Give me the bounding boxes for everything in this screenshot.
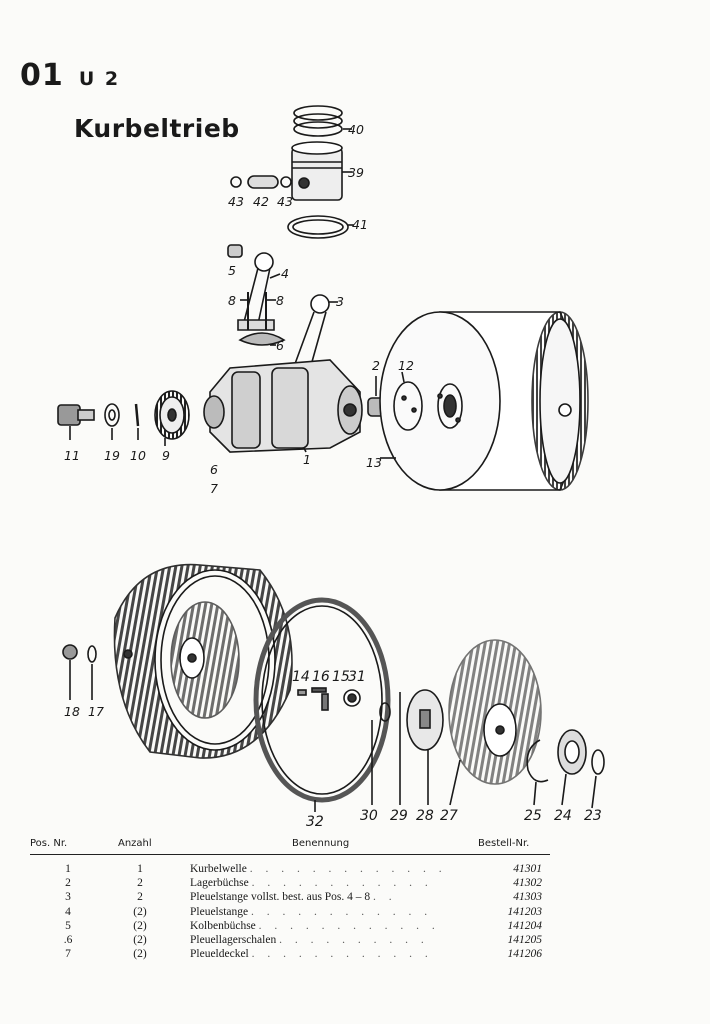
table-row: 5 (2) Kolbenbüchse . . . . . . . . . . .… [65, 919, 542, 932]
timing-gear [154, 390, 190, 446]
callout-16: 16 [312, 669, 330, 685]
callout-17: 17 [88, 704, 104, 719]
crankshaft [203, 359, 363, 453]
callout-6: 6 [276, 338, 284, 353]
fan-wheel [448, 639, 542, 806]
page-header: 01 U 2 [20, 58, 120, 93]
page-number: 01 [20, 58, 64, 93]
callout-11: 11 [64, 448, 80, 463]
callout-29: 29 [390, 808, 408, 824]
callout-1: 1 [303, 452, 311, 467]
header-name: Benennung [292, 838, 350, 849]
callout-32: 32 [306, 814, 324, 830]
callout-15: 15 [332, 669, 350, 685]
callout-8: 8 [228, 293, 236, 308]
header-order: Bestell-Nr. [478, 838, 530, 849]
header-qty: Anzahl [118, 838, 152, 849]
table-row: 2 2 Lagerbüchse . . . . . . . . . . . . … [65, 877, 542, 890]
piston-rings [293, 105, 352, 137]
callout-7: 7 [210, 481, 218, 496]
page-title: Kurbeltrieb [74, 114, 240, 143]
callout-31: 31 [348, 669, 366, 685]
scraper-ring [287, 215, 354, 239]
table-header: Pos. Nr. Anzahl Benennung Bestell-Nr. [30, 832, 550, 855]
callout-18: 18 [64, 704, 80, 719]
callout-43b: 43 [277, 194, 293, 209]
parts-table: Pos. Nr. Anzahl Benennung Bestell-Nr. 1 … [30, 832, 550, 960]
table-row: 4 (2) Pleuelstange . . . . . . . . . . .… [65, 905, 542, 918]
callout-6b: 6 [210, 462, 218, 477]
table-row: 7 (2) Pleueldeckel . . . . . . . . . . .… [65, 948, 542, 961]
nut [62, 644, 78, 700]
callout-40: 40 [348, 122, 364, 137]
piston [291, 141, 352, 201]
exploded-view-diagram: 40 39 43 42 43 41 5 4 8 8 3 6 2 12 11 19… [57, 105, 605, 830]
callout-8b: 8 [276, 293, 284, 308]
callout-30: 30 [360, 808, 378, 824]
screw-set [297, 687, 361, 711]
spring-washer [87, 645, 97, 700]
table-row: 3 2 Pleuelstange vollst. best. aus Pos. … [65, 891, 542, 904]
callout-5: 5 [228, 263, 236, 278]
header-pos: Pos. Nr. [30, 838, 68, 849]
callout-19: 19 [104, 448, 120, 463]
callout-25: 25 [524, 808, 542, 824]
washer [104, 403, 120, 440]
callout-13: 13 [366, 455, 382, 470]
callout-10: 10 [130, 448, 146, 463]
piston-pin-with-circlips [230, 175, 292, 189]
callout-9: 9 [162, 448, 170, 463]
callout-23: 23 [584, 808, 602, 824]
table-row: .6 (2) Pleuellagerschalen . . . . . . . … [63, 933, 542, 946]
key-pin [134, 403, 140, 440]
callout-4: 4 [281, 266, 289, 281]
table-row: 1 1 Kurbelwelle . . . . . . . . . . . . … [65, 863, 542, 875]
callout-2: 2 [372, 358, 380, 373]
ball-bearing [557, 729, 587, 806]
housing-gasket [253, 597, 391, 812]
flywheel [379, 311, 589, 491]
shaft-seal [591, 749, 605, 809]
callout-28: 28 [416, 808, 434, 824]
section-code: U 2 [78, 68, 121, 90]
callout-43: 43 [228, 194, 244, 209]
callout-14: 14 [292, 669, 310, 685]
drive-plate [399, 689, 444, 805]
connecting-rod-assembly [227, 244, 286, 346]
callout-42: 42 [253, 194, 269, 209]
callout-41: 41 [352, 217, 368, 232]
circlip [526, 739, 549, 806]
seal-ring [371, 702, 391, 805]
callout-39: 39 [348, 165, 364, 180]
bolt [57, 404, 95, 440]
callout-12: 12 [398, 358, 414, 373]
callout-24: 24 [554, 808, 572, 824]
fan-housing [113, 563, 293, 759]
callout-27: 27 [440, 808, 458, 824]
callout-3: 3 [336, 294, 344, 309]
